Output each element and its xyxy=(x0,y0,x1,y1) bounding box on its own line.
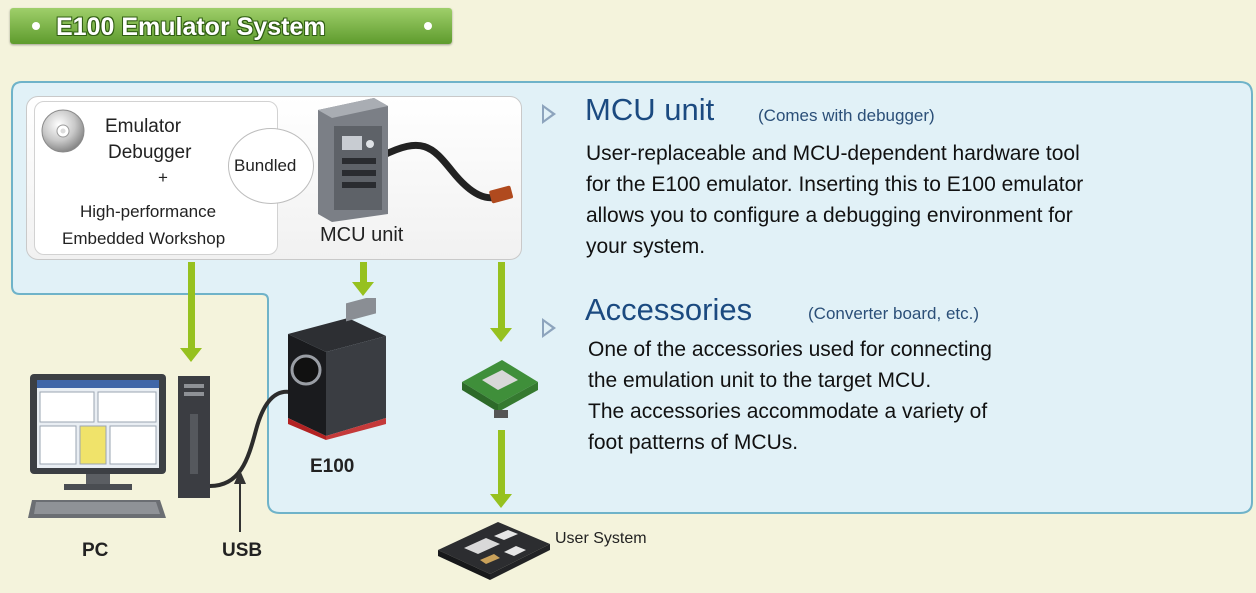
mcu-desc-line: your system. xyxy=(586,235,706,258)
cd-icon xyxy=(41,109,85,153)
accessories-desc-line: The accessories accommodate a variety of xyxy=(588,400,988,423)
pc-label: PC xyxy=(82,540,109,561)
software-line-emulator: Emulator xyxy=(105,116,182,137)
user-system-board-icon xyxy=(438,522,550,580)
title-banner: E100 Emulator System xyxy=(10,8,452,44)
accessories-desc-line: foot patterns of MCUs. xyxy=(588,431,799,454)
mcu-unit-icon xyxy=(318,98,513,222)
software-line-hew1: High-performance xyxy=(80,202,217,221)
accessories-section-description: One of the accessories used for connecti… xyxy=(588,334,992,458)
accessories-section-subtitle: (Converter board, etc.) xyxy=(808,304,980,323)
banner-dot-left xyxy=(32,22,40,30)
page-title: E100 Emulator System xyxy=(56,13,326,41)
software-line-debugger: Debugger xyxy=(108,142,192,163)
software-line-hew2: Embedded Workshop xyxy=(62,229,226,248)
e100-label: E100 xyxy=(310,456,355,477)
usb-label: USB xyxy=(222,540,263,561)
mcu-section-description: User-replaceable and MCU-dependent hardw… xyxy=(586,138,1083,262)
bundled-label: Bundled xyxy=(234,156,297,175)
mcu-section-subtitle: (Comes with debugger) xyxy=(758,106,935,125)
play-icon xyxy=(542,318,556,338)
mcu-desc-line: for the E100 emulator. Inserting this to… xyxy=(586,173,1084,196)
user-system-label: User System xyxy=(555,530,647,547)
mcu-unit-label: MCU unit xyxy=(320,224,404,246)
e100-emulator-icon xyxy=(288,298,386,440)
bundled-bubble xyxy=(228,128,314,204)
play-icon xyxy=(542,104,556,124)
accessories-section-title: Accessories xyxy=(585,292,753,327)
pc-monitor-icon xyxy=(28,374,166,518)
accessories-desc-line: One of the accessories used for connecti… xyxy=(588,338,992,361)
mcu-desc-line: User-replaceable and MCU-dependent hardw… xyxy=(586,142,1080,165)
converter-board-icon xyxy=(462,360,538,418)
plus-sign: + xyxy=(158,168,168,187)
accessories-desc-line: the emulation unit to the target MCU. xyxy=(588,369,932,392)
mcu-desc-line: allows you to configure a debugging envi… xyxy=(586,204,1073,227)
banner-dot-right xyxy=(424,22,432,30)
usb-cable xyxy=(209,389,291,532)
mcu-section-title: MCU unit xyxy=(585,92,715,127)
pc-tower-icon xyxy=(178,376,210,498)
